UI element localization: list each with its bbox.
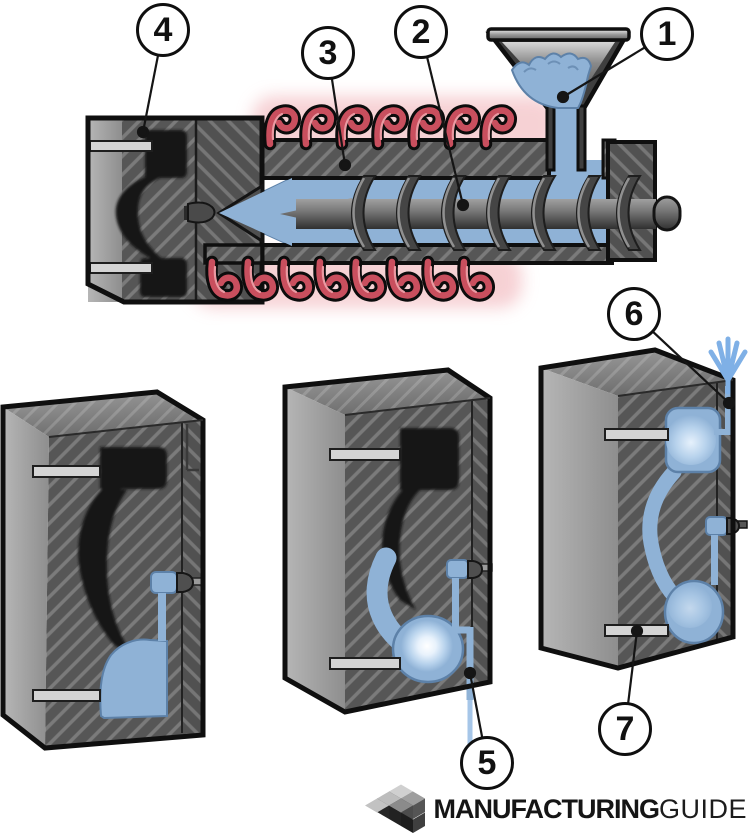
hopper — [485, 27, 631, 172]
screw-shank — [652, 195, 682, 232]
mold-stage-2-filling — [282, 367, 493, 756]
stage2-ejector-pin-top — [329, 448, 401, 461]
callout-5-overflow: 5 — [460, 736, 514, 790]
stage3-ejector-pin-top — [604, 428, 669, 441]
stage3-gate — [705, 516, 728, 536]
brand-logo: MANUFACTURINGGUIDE — [364, 783, 748, 835]
brand-word-bold: MANUFACTURING — [433, 793, 660, 824]
machine-mold-outline — [85, 115, 265, 305]
stage2-ejector-pin-bottom — [329, 657, 401, 670]
cubes-logo-icon — [364, 784, 425, 833]
stage2-melt-glow — [401, 620, 453, 672]
stage1-ejector-pin-bottom — [32, 689, 101, 702]
callout-4-mold: 4 — [136, 3, 190, 57]
stage1-gate — [150, 571, 178, 594]
machine-ejector-pin-top — [89, 140, 153, 152]
mold-stage-3-packed — [538, 336, 748, 671]
stage2-cavity — [382, 428, 459, 610]
callout-1-granulate: 1 — [640, 7, 694, 61]
callout-3-heater: 3 — [301, 26, 355, 80]
screw — [280, 174, 682, 252]
vent-spray — [708, 336, 748, 395]
brand-wordmark: MANUFACTURINGGUIDE — [434, 794, 748, 825]
brand-word-light: GUIDE — [658, 793, 747, 824]
callout-2-screw: 2 — [394, 5, 448, 59]
stage2-gate — [446, 559, 469, 579]
callout-6-vent: 6 — [607, 287, 661, 341]
machine-ejector-pin-bottom — [89, 262, 153, 274]
mold-stage-1-empty — [0, 389, 206, 751]
stage1-ejector-pin-top — [32, 465, 101, 478]
stage1-cavity — [78, 447, 167, 656]
injection-unit — [85, 27, 682, 308]
callout-7-ejector: 7 — [598, 702, 652, 756]
sprue-bushing — [187, 201, 216, 224]
